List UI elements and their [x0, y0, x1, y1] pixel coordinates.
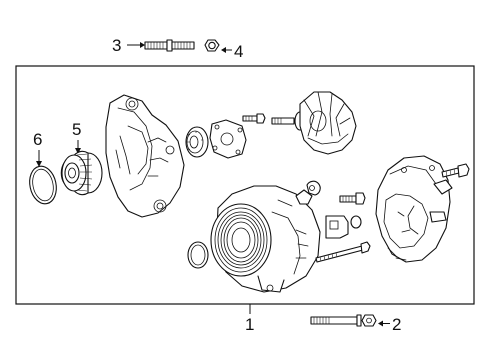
snap-ring-part[interactable]: 6 [26, 130, 59, 206]
drive-end-frame-part[interactable] [105, 94, 185, 218]
bearing-icon [185, 126, 209, 158]
through-bolt-part[interactable] [315, 241, 371, 263]
assembly-frame [15, 65, 475, 305]
drive-end-frame-icon [105, 94, 185, 218]
callout-2: 2 [392, 315, 401, 334]
cover-bolt-icon [441, 163, 470, 178]
pulley-part[interactable]: 5 [60, 120, 103, 196]
rear-cover-icon [375, 155, 453, 263]
rotor-icon [271, 91, 357, 155]
callout-4: 4 [234, 42, 243, 61]
connector-part[interactable] [325, 215, 362, 239]
terminal-bolt-part[interactable] [339, 192, 366, 205]
connector-icon [325, 215, 362, 239]
long-bolt-icon [310, 314, 377, 327]
through-bolt-icon [315, 241, 371, 263]
clip-part[interactable] [306, 180, 321, 196]
plate-screw-icon [242, 113, 266, 124]
callout-5: 5 [72, 120, 81, 139]
retainer-plate-part[interactable] [209, 119, 247, 159]
callout-3: 3 [112, 36, 121, 55]
stud-bolt-icon [144, 39, 195, 52]
terminal-bolt-icon [339, 192, 366, 205]
alternator-body-icon [210, 185, 321, 293]
seal-ring-part[interactable] [187, 241, 209, 269]
alternator-body-part[interactable] [210, 185, 321, 293]
plate-screw-part[interactable] [242, 113, 266, 124]
nut-part[interactable]: 4 [204, 39, 243, 61]
rear-cover-part[interactable] [375, 155, 453, 263]
nut-icon [204, 39, 220, 52]
snap-ring-icon [29, 165, 57, 205]
clip-icon [306, 180, 321, 196]
rotor-part[interactable] [271, 91, 357, 155]
callout-1: 1 [245, 315, 254, 334]
cover-bolt-part[interactable] [441, 163, 470, 178]
seal-ring-icon [187, 241, 209, 269]
pulley-icon [60, 150, 103, 196]
long-bolt-part[interactable]: 2 [310, 314, 401, 334]
callout-6: 6 [33, 130, 42, 149]
stud-bolt-part[interactable]: 3 [112, 36, 195, 55]
bearing-part[interactable] [185, 126, 209, 158]
retainer-plate-icon [209, 119, 247, 159]
